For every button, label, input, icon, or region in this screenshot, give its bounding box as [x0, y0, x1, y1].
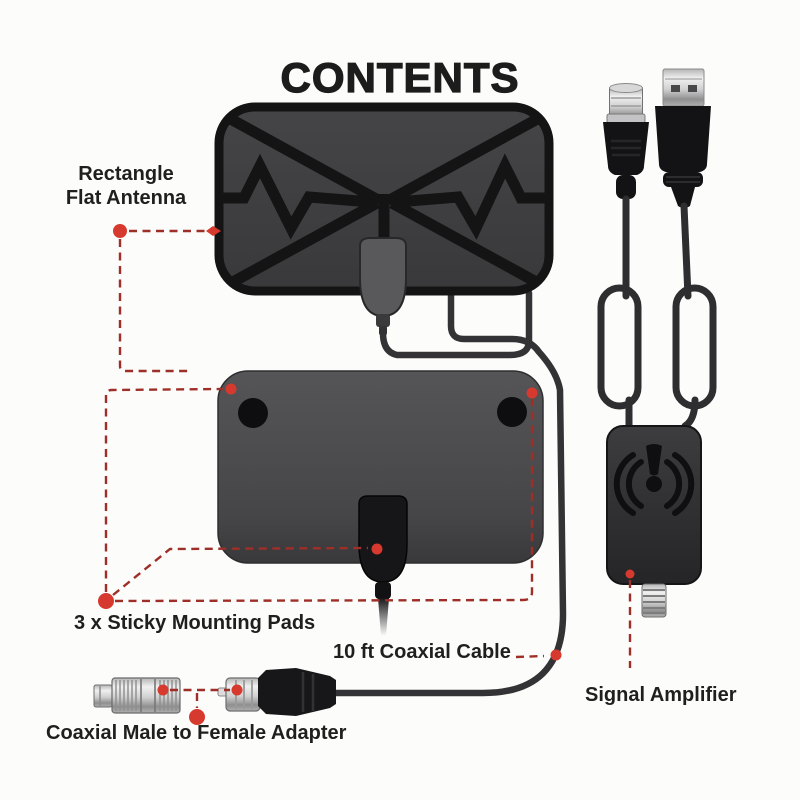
callout-annotations: [98, 224, 635, 725]
usb-contact-hole: [671, 85, 680, 92]
cable-callout-line: [515, 654, 545, 659]
signal-wave-icon: [613, 444, 695, 516]
usb-contact-hole: [688, 85, 697, 92]
amplifier-wires: [597, 195, 717, 430]
callout-dots: [98, 224, 635, 725]
coax-adapter-illustration: [93, 677, 181, 714]
page-title: CONTENTS: [280, 53, 520, 102]
antenna-circuit-pattern: [220, 112, 547, 288]
coax-cable-path: [332, 288, 567, 697]
signal-amplifier-illustration: [606, 425, 702, 618]
adapter-label: Coaxial Male to Female Adapter: [46, 722, 347, 744]
antenna-callout-arrow: [206, 226, 221, 236]
antenna-cable-connector: [359, 237, 407, 335]
back-cable-connector: [358, 495, 408, 636]
pads-callout-center: [112, 546, 369, 596]
amplifier-label: Signal Amplifier: [585, 684, 737, 706]
coax-male-plug: [603, 83, 649, 199]
usb-plug: [655, 68, 711, 208]
amplifier-threaded-connector: [641, 583, 667, 618]
pads-label: 3 x Sticky Mounting Pads: [74, 612, 316, 634]
mounting-pad-left: [238, 398, 268, 428]
flat-antenna-front-illustration: [214, 102, 554, 335]
antenna-back-panel-illustration: [217, 370, 544, 636]
antenna-callout-line2: [118, 239, 190, 373]
pads-callout-right: [114, 399, 534, 603]
mounting-pad-right: [497, 397, 527, 427]
cable-label: 10 ft Coaxial Cable: [333, 641, 511, 663]
antenna-label: Rectangle Flat Antenna: [65, 163, 187, 209]
pads-callout-left: [104, 387, 224, 592]
